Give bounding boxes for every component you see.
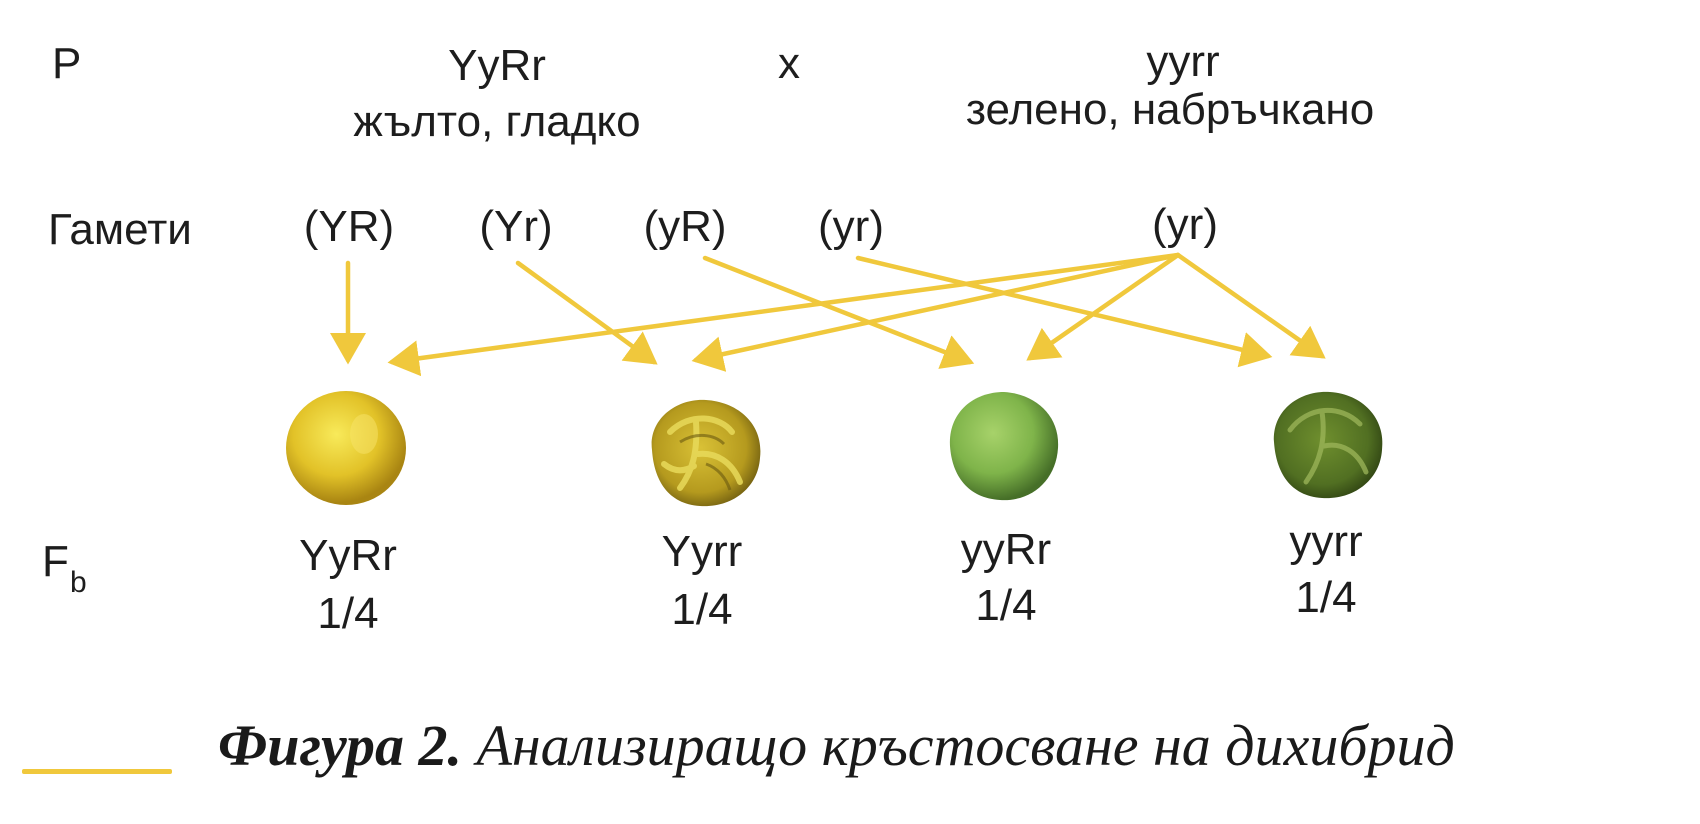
row-label-gametes: Гамети [48, 205, 192, 254]
seed-green-wrinkled [1273, 391, 1383, 499]
seed-yellow-wrinkled [651, 399, 761, 507]
arrow-yr-low-to-f4 [855, 255, 1273, 368]
offspring-4-genotype: yyrr [1289, 517, 1363, 566]
offspring-1-genotype: YyRr [299, 531, 397, 580]
offspring-3-genotype: yyRr [960, 525, 1052, 574]
offspring-2-genotype: Yyrr [661, 527, 743, 576]
gamete-male-1: (yr) [1152, 200, 1218, 249]
arrow-male-to-f3 [1026, 252, 1181, 361]
offspring-3-ratio: 1/4 [975, 581, 1037, 630]
arrow-male-to-f1 [387, 252, 1181, 377]
row-label-fb: F b [42, 540, 102, 600]
figure-caption-text: Анализиращо кръстосване на дихибрид [461, 713, 1455, 778]
parent-female-genotype: YyRr [448, 41, 546, 90]
parent-female-phenotype: жълто, гладко [353, 97, 641, 146]
figure-caption: Фигура 2. Анализиращо кръстосване на дих… [218, 712, 1455, 779]
gamete-female-3: (yR) [643, 202, 727, 251]
seed-yellow-smooth [286, 391, 406, 505]
parent-male-phenotype: зелено, набръчкано [965, 85, 1375, 134]
arrow-male-to-f4 [1175, 252, 1326, 359]
gamete-female-1: (YR) [303, 202, 395, 251]
row-label-fb-main: F [42, 537, 69, 586]
arrow-yr-cap-to-f2 [515, 260, 658, 365]
figure-caption-number: Фигура 2. [218, 713, 462, 778]
offspring-2-ratio: 1/4 [671, 585, 733, 634]
cross-symbol: x [778, 39, 800, 88]
gamete-female-4: (yr) [818, 202, 884, 251]
arrow-male-to-f2 [691, 252, 1181, 372]
legend-line [22, 769, 172, 774]
offspring-4-ratio: 1/4 [1295, 573, 1357, 622]
gamete-female-2: (Yr) [479, 202, 553, 251]
parent-male-genotype: yyrr [1146, 37, 1220, 86]
offspring-1-ratio: 1/4 [317, 589, 379, 638]
seed-green-smooth [949, 392, 1059, 501]
row-label-fb-sub: b [70, 566, 87, 599]
arrow-yr-small-to-f3 [702, 255, 975, 369]
row-label-p: P [52, 39, 82, 88]
